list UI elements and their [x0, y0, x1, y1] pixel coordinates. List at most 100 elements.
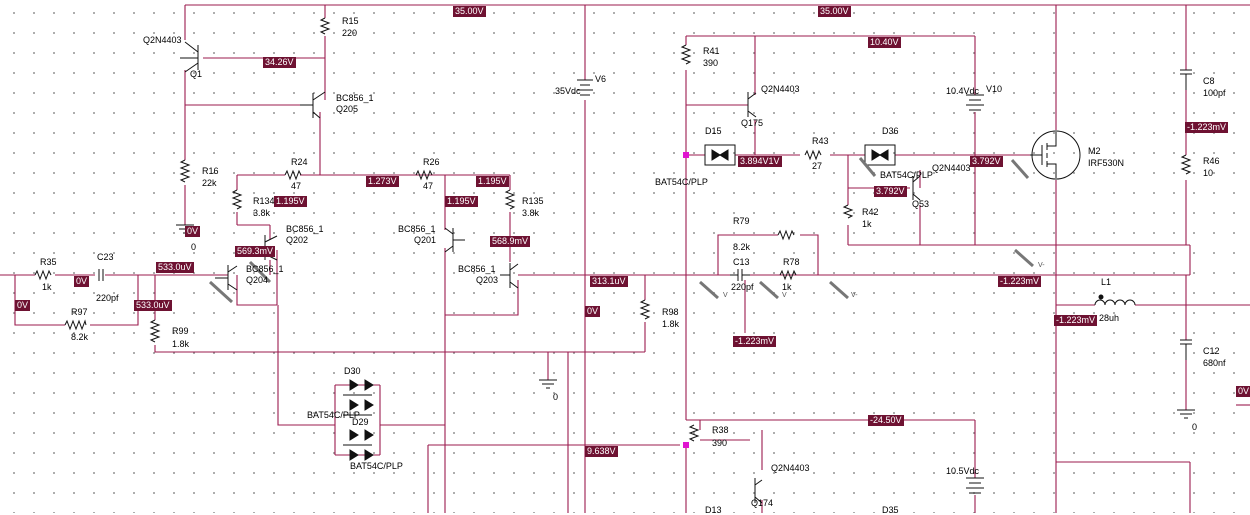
component-label: R78 — [783, 257, 800, 267]
component-label: R98 — [662, 307, 679, 317]
voltage-tag: 9.638V — [585, 446, 618, 457]
voltage-tag: -1.223mV — [998, 276, 1042, 287]
component-label: R38 — [712, 425, 729, 435]
probe-marker[interactable] — [683, 152, 689, 158]
probe-label: V — [782, 292, 787, 299]
component-label: C13 — [733, 257, 750, 267]
component-label: C12 — [1203, 346, 1220, 356]
component-label: R43 — [812, 136, 829, 146]
voltage-tag: 35.00V — [453, 6, 486, 17]
component-label: R97 — [71, 307, 88, 317]
voltage-tag: 35.00V — [818, 6, 851, 17]
component-label: C8 — [1203, 76, 1215, 86]
component-label: 1.8k — [172, 339, 190, 349]
component-label: R41 — [703, 46, 720, 56]
component-label: D30 — [344, 366, 361, 376]
component-label: BC856_1 — [398, 224, 436, 234]
component-label: Q2N4403 — [761, 84, 800, 94]
component-label: V10 — [986, 84, 1003, 94]
capacitors — [98, 69, 1192, 360]
component-label: L1 — [1101, 277, 1112, 287]
component-label: R135 — [522, 196, 544, 206]
component-label: D15 — [705, 126, 722, 136]
component-label: R99 — [172, 326, 189, 336]
component-label: 1k — [42, 282, 52, 292]
component-label: R35 — [40, 257, 57, 267]
component-label: BAT54C/PLP — [655, 177, 708, 187]
component-label: Q203 — [476, 275, 499, 285]
component-label: 8.2k — [733, 242, 751, 252]
component-label: R79 — [733, 216, 750, 226]
voltage-tag: 1.195V — [274, 196, 307, 207]
component-label: BC856_1 — [286, 224, 324, 234]
component-label: Q174 — [751, 498, 774, 508]
voltage-tag: -1.223mV — [733, 336, 777, 347]
component-label: BAT54C/PLP — [880, 170, 933, 180]
component-label: Q2N4403 — [771, 463, 810, 473]
component-label: R46 — [1203, 156, 1220, 166]
component-label: V6 — [595, 74, 607, 84]
voltage-tag: 3.792V — [874, 186, 907, 197]
component-label: D35 — [882, 505, 899, 515]
component-label: 390 — [703, 58, 719, 68]
component-label: 3.8k — [253, 208, 271, 218]
resistors — [34, 17, 1192, 442]
component-label: 1k — [862, 219, 872, 229]
component-label: 10 — [1203, 168, 1214, 178]
component-label: 10.4Vdc — [946, 86, 980, 96]
component-label: BC856_1 — [336, 93, 374, 103]
voltage-tag: 3.792V — [970, 156, 1003, 167]
component-label: 220pf — [731, 282, 754, 292]
voltage-tag: 0V — [585, 306, 601, 317]
component-label: Q2N4403 — [932, 163, 971, 173]
component-label: 8.2k — [71, 332, 89, 342]
component-label: 100pf — [1203, 88, 1226, 98]
component-label: 680nf — [1203, 358, 1226, 368]
voltage-tag: 569.3mV — [235, 246, 276, 257]
component-label: R16 — [202, 166, 219, 176]
component-label: BC856_1 — [458, 264, 496, 274]
sources — [577, 79, 984, 494]
transistors — [180, 41, 921, 504]
component-label: IRF530N — [1088, 158, 1125, 168]
component-label: R15 — [342, 16, 359, 26]
voltage-tag: 3.894V1V — [738, 156, 782, 167]
voltage-tag: 0V — [185, 226, 201, 237]
probes — [208, 157, 1034, 304]
component-label: 390 — [712, 438, 728, 448]
voltage-tag: 533.0uV — [156, 262, 194, 273]
component-label: 1k — [782, 282, 792, 292]
voltage-tag: 1.195V — [445, 196, 478, 207]
voltage-tag: 533.0uV — [134, 300, 172, 311]
voltage-tag: -24.50V — [868, 415, 904, 426]
mosfet-m2 — [1030, 130, 1081, 180]
component-label: 220 — [342, 28, 358, 38]
component-label: D29 — [352, 417, 369, 427]
component-label: M2 — [1088, 146, 1101, 156]
component-label: Q53 — [912, 199, 930, 209]
component-label: C23 — [97, 252, 114, 262]
component-label: 10.5Vdc — [946, 466, 980, 476]
component-label: 0 — [191, 242, 197, 252]
component-label: 47 — [423, 181, 434, 191]
inductor-l1 — [1094, 294, 1136, 306]
component-label: D13 — [705, 505, 722, 515]
component-label: 0 — [553, 392, 559, 402]
probe-label: V — [723, 292, 728, 299]
component-label: BAT54C/PLP — [307, 410, 360, 420]
diodes — [343, 144, 896, 461]
probe-marker[interactable] — [683, 442, 689, 448]
voltage-tag: 568.9mV — [490, 236, 531, 247]
component-label: Q175 — [741, 118, 764, 128]
voltage-tag: 1.195V — [476, 176, 509, 187]
component-label: Q1 — [190, 69, 203, 79]
voltage-tag: 1.273V — [366, 176, 399, 187]
voltage-tag: 0V — [15, 300, 31, 311]
voltage-tag: 0V — [74, 276, 90, 287]
component-label: 0 — [1192, 422, 1198, 432]
voltage-tag: 0V — [1236, 386, 1250, 397]
probe-label: V- — [851, 292, 858, 299]
component-label: 1.8k — [662, 319, 680, 329]
